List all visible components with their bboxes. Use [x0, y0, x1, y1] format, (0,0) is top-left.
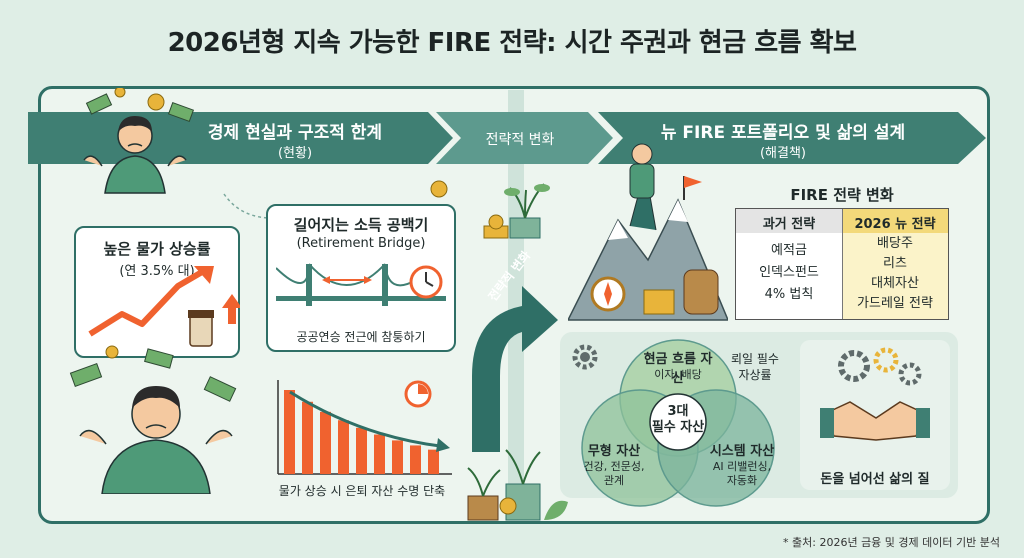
backpack-icon	[683, 269, 719, 315]
venn-center-label-1: 3대	[667, 404, 689, 419]
decline-bar	[356, 427, 367, 474]
rising-arrow-icon	[88, 266, 240, 347]
decline-bar	[338, 420, 349, 474]
section-divider	[508, 90, 524, 520]
venn-center-circle	[649, 393, 707, 451]
decline-chart-caption: 물가 상승 시 은퇴 자산 수명 단축	[278, 484, 446, 498]
right-banner-shape	[598, 112, 986, 164]
decline-bar	[410, 445, 421, 474]
new-strategy-item: 리츠	[883, 256, 907, 271]
right-banner-title: 뉴 FIRE 포트폴리오 및 삶의 설계	[660, 123, 906, 143]
quality-of-life-label: 돈을 넘어선 삶의 질	[820, 472, 930, 487]
fire-table-title: FIRE 전략 변화	[790, 186, 894, 204]
venn-center-label-2: 필수 자산	[651, 420, 705, 435]
plant-coins-illustration	[483, 183, 550, 239]
new-strategy-item: 가드레일 전략	[857, 296, 933, 311]
old-strategy-item: 4% 법칙	[764, 287, 814, 302]
mountain-climber-illustration	[568, 143, 728, 321]
income-gap-card	[266, 204, 456, 352]
decline-bar	[284, 390, 295, 474]
venn-note-2: 자상률	[738, 368, 772, 382]
system-desc-1: AI 리밸런싱,	[712, 460, 772, 473]
intangible-desc-1: 건강, 전문성,	[583, 460, 645, 473]
decline-chart	[277, 380, 452, 475]
bridge-icon	[276, 263, 446, 306]
income-gap-caption: 공공연승 전근에 참퉁하기	[296, 330, 426, 344]
decline-bar	[428, 449, 439, 474]
decline-bar	[320, 411, 331, 474]
page-title: 2026년형 지속 가능한 FIRE 전략: 시간 주권과 현금 흐름 확보	[167, 28, 857, 58]
income-gap-title: 길어지는 소득 공백기	[293, 216, 429, 234]
strategic-shift-arrow	[472, 286, 558, 452]
gear-icon	[838, 350, 870, 382]
new-strategy-header: 2026 뉴 전략	[854, 217, 936, 232]
gear-icon	[572, 344, 598, 370]
plant-pots-illustration	[467, 449, 568, 521]
new-strategy-item: 배당주	[877, 236, 913, 251]
flag-icon	[684, 176, 702, 188]
coin-icon	[430, 180, 448, 198]
old-strategy-item: 예적금	[771, 243, 807, 258]
cash-flow-desc: 이자, 배당	[654, 368, 702, 381]
old-strategy-header: 과거 전략	[762, 217, 816, 232]
right-banner-subtitle: (해결책)	[759, 146, 807, 161]
cash-flow-title: 현금 흐름 자산	[643, 352, 713, 386]
new-strategy-item: 대체자산	[871, 276, 919, 291]
new-strategy-header-cell	[842, 209, 948, 233]
system-desc-2: 자동화	[726, 474, 758, 487]
up-arrow-icon	[222, 294, 240, 324]
coffee-cup-icon	[189, 313, 213, 347]
middle-banner-shape	[436, 112, 613, 164]
intangible-title: 무형 자산	[587, 444, 641, 459]
handshake-gears-illustration	[820, 347, 930, 441]
gear-icon	[898, 362, 922, 386]
venn-note-1: 뢰일 필수	[731, 352, 779, 366]
new-strategy-body-cell	[842, 233, 948, 319]
middle-banner-label: 전략적 변화	[485, 132, 555, 148]
decline-bar	[302, 401, 313, 474]
intangible-desc-2: 관계	[603, 474, 625, 487]
decline-bar	[392, 440, 403, 474]
old-strategy-header-cell	[736, 209, 842, 233]
inflation-title: 높은 물가 상승률	[103, 240, 211, 258]
table-column-divider	[842, 209, 843, 319]
left-banner-title: 경제 현실과 구조적 한계	[207, 123, 383, 143]
stressed-person-illustration	[69, 345, 237, 494]
venn-diagram	[581, 339, 775, 507]
gear-icon	[873, 347, 899, 373]
inflation-subtitle: (연 3.5% 대)	[119, 264, 195, 279]
handshake-icon	[823, 401, 927, 441]
old-strategy-item: 인덱스펀드	[759, 265, 819, 280]
income-gap-subtitle: (Retirement Bridge)	[296, 236, 426, 251]
decline-bar	[374, 434, 385, 474]
left-banner-subtitle: (현황)	[277, 146, 313, 161]
system-title: 시스템 자산	[709, 444, 775, 459]
footnote: * 출처: 2026년 금융 및 경제 데이터 기반 분석	[783, 536, 1000, 549]
worried-person-illustration	[83, 88, 195, 194]
